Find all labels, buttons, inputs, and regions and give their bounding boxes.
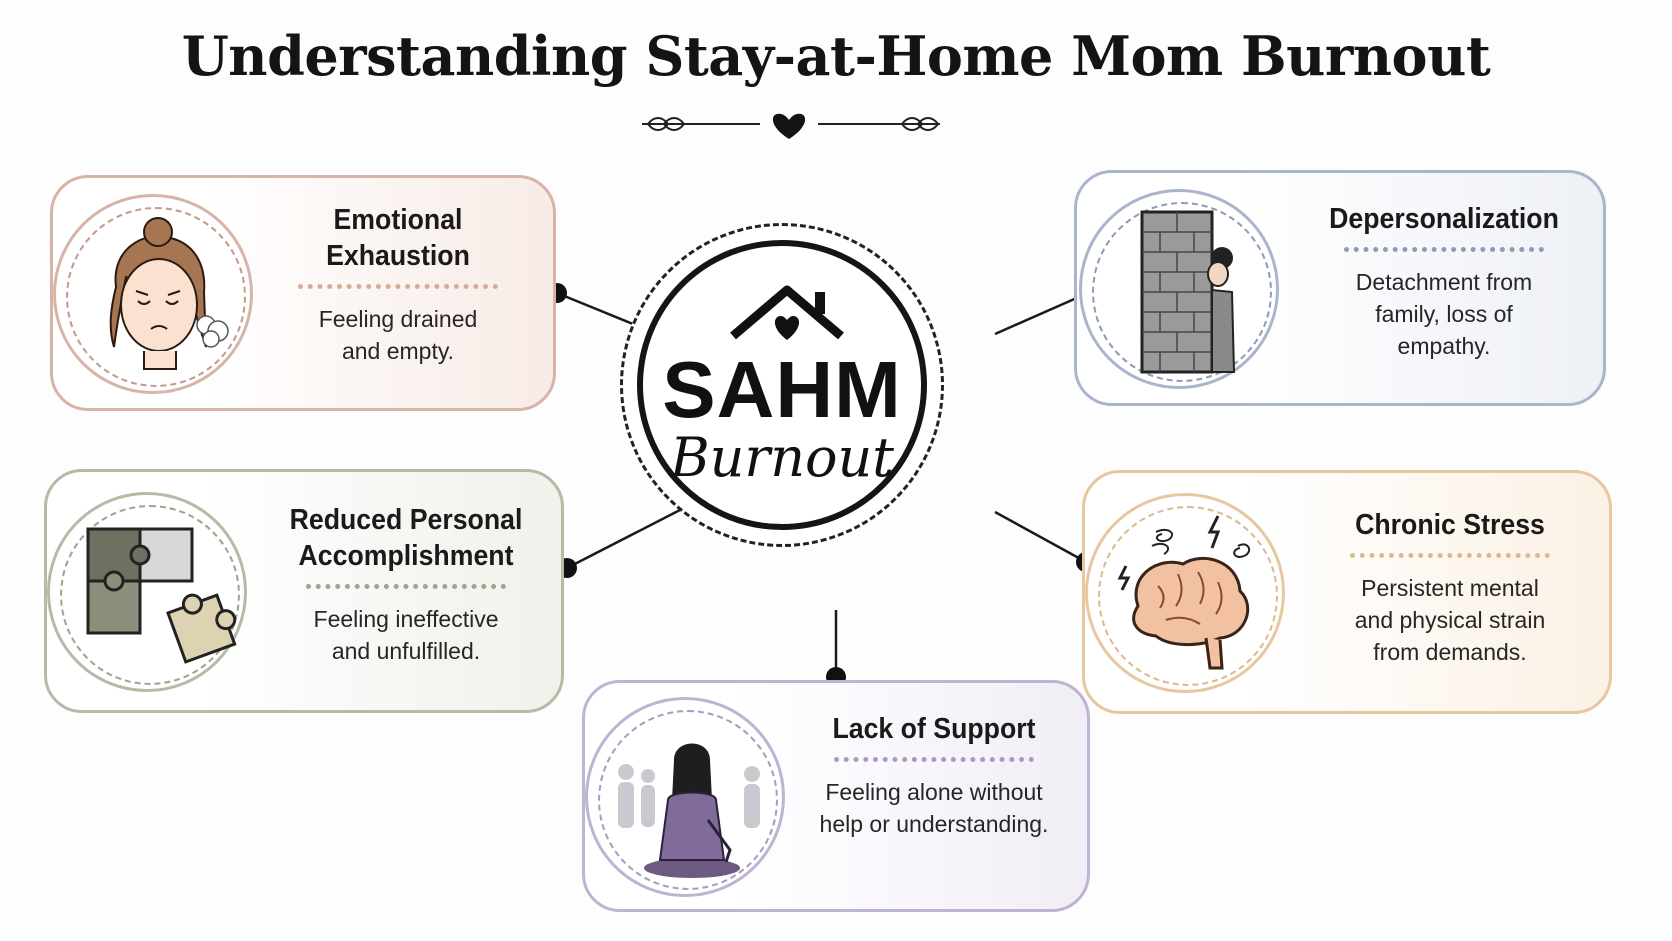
tired-woman-icon bbox=[109, 217, 229, 370]
dotted-divider bbox=[1350, 553, 1550, 558]
center-main-label: SAHM bbox=[662, 345, 902, 434]
card-depersonalization: Depersonalization Detachment from family… bbox=[1074, 170, 1606, 406]
page-title: Understanding Stay-at-Home Mom Burnout bbox=[181, 24, 1491, 88]
lonely-woman-icon bbox=[618, 743, 760, 878]
card-icon-frame bbox=[47, 492, 247, 692]
card-icon-frame bbox=[1079, 189, 1279, 389]
card-text: Depersonalization Detachment from family… bbox=[1309, 201, 1579, 362]
card-lack-of-support: Lack of Support Feeling alone without he… bbox=[582, 680, 1090, 912]
house-heart-icon bbox=[730, 285, 844, 340]
card-icon-frame bbox=[53, 194, 253, 394]
card-description: Detachment from family, loss of empathy. bbox=[1355, 269, 1533, 359]
dotted-divider bbox=[298, 284, 498, 289]
card-text: Emotional Exhaustion Feeling drained and… bbox=[263, 202, 533, 367]
card-icon-frame bbox=[585, 697, 785, 897]
puzzle-pieces-icon bbox=[86, 527, 237, 664]
dotted-divider bbox=[834, 757, 1034, 762]
dotted-divider bbox=[306, 584, 506, 589]
card-icon-frame bbox=[1085, 493, 1285, 693]
card-title: Emotional Exhaustion bbox=[326, 204, 470, 272]
center-hub: SAHM Burnout bbox=[620, 223, 944, 547]
card-description: Feeling ineffective and unfulfilled. bbox=[313, 606, 499, 664]
heart-vine-divider-icon bbox=[642, 113, 940, 139]
card-title: Depersonalization bbox=[1329, 203, 1559, 235]
card-title: Reduced Personal Accomplishment bbox=[289, 504, 523, 572]
dotted-divider bbox=[1344, 247, 1544, 252]
card-chronic-stress: Chronic Stress Persistent mental and phy… bbox=[1082, 470, 1612, 714]
card-text: Reduced Personal Accomplishment Feeling … bbox=[261, 502, 551, 667]
stressed-brain-icon bbox=[1117, 515, 1251, 670]
card-title: Chronic Stress bbox=[1355, 509, 1545, 541]
card-text: Lack of Support Feeling alone without he… bbox=[789, 711, 1079, 840]
center-hub-inner: SAHM Burnout bbox=[637, 240, 927, 530]
card-title: Lack of Support bbox=[832, 713, 1036, 745]
brick-wall-person-icon bbox=[1140, 210, 1236, 374]
card-description: Feeling drained and empty. bbox=[318, 306, 478, 364]
card-reduced-accomplishment: Reduced Personal Accomplishment Feeling … bbox=[44, 469, 564, 713]
card-text: Chronic Stress Persistent mental and phy… bbox=[1315, 507, 1585, 668]
card-emotional-exhaustion: Emotional Exhaustion Feeling drained and… bbox=[50, 175, 556, 411]
center-sub-label: Burnout bbox=[669, 426, 895, 489]
card-description: Persistent mental and physical strain fr… bbox=[1354, 575, 1546, 665]
card-description: Feeling alone without help or understand… bbox=[819, 779, 1049, 837]
